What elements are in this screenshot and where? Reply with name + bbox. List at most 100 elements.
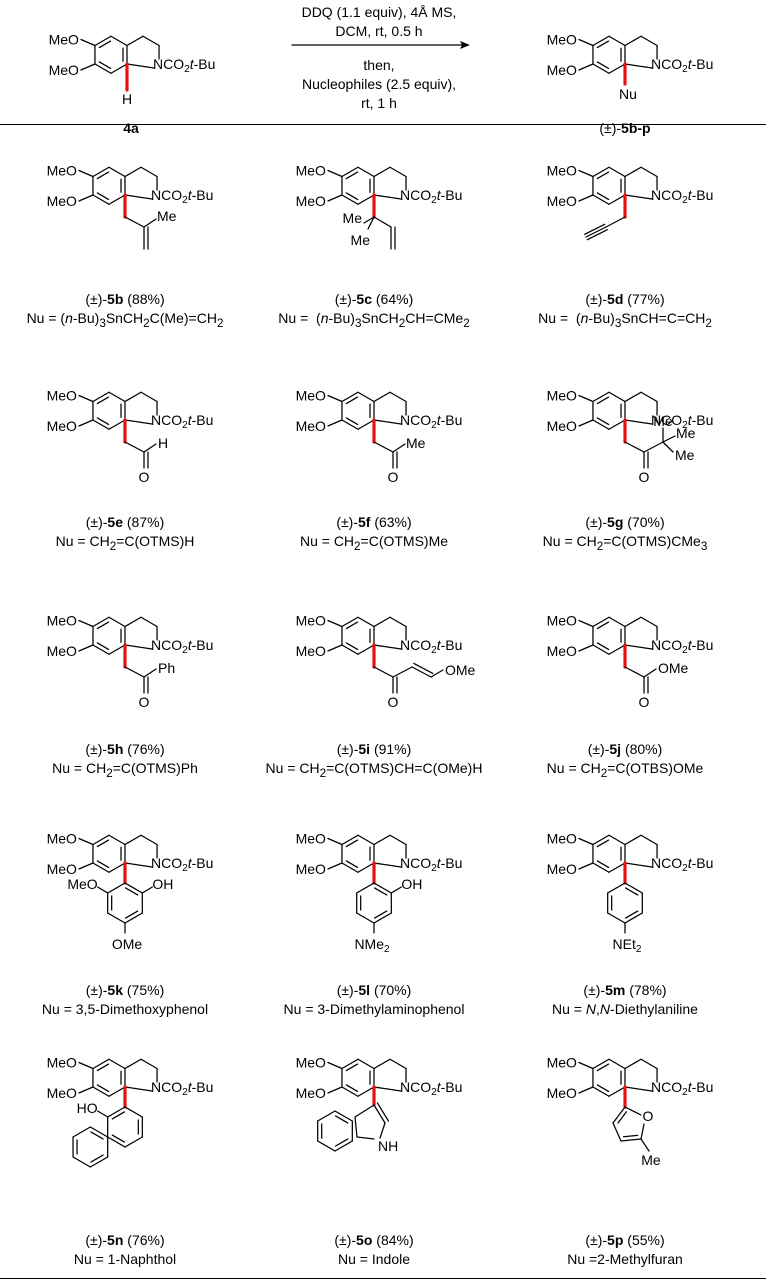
bond (124, 216, 145, 228)
bond (592, 419, 610, 430)
nucleophile-text: Nu = CH2=C(OTMS)Ph (52, 760, 198, 780)
bond (389, 616, 407, 628)
meo-label: MeO (547, 388, 577, 404)
atom-label: Me (641, 1152, 661, 1168)
meo-label: MeO (47, 418, 77, 434)
atom-label: OMe (445, 662, 476, 678)
bond (357, 194, 375, 205)
bond (624, 194, 653, 200)
nucleophile-text: Nu = 1-Naphthol (73, 1251, 177, 1267)
meo-label: MeO (296, 831, 326, 847)
atom-label: OH (152, 876, 173, 892)
condition-text: DDQ (1.1 equiv), 4Å MS, (302, 4, 457, 20)
condition-text: then, (363, 57, 394, 73)
header-divider (0, 124, 766, 125)
meo-label: MeO (547, 32, 577, 48)
bond (578, 644, 594, 652)
meo-label: MeO (296, 193, 326, 209)
bond (124, 882, 143, 894)
nco2tbu-label: NCO2t-Bu (151, 187, 213, 206)
atom-label: MeO (67, 876, 97, 892)
atom-label: Me (676, 425, 696, 441)
bond (373, 194, 402, 200)
bond (578, 619, 594, 628)
compound-label: (±)-5h (76%) (85, 741, 165, 757)
bond (96, 1084, 110, 1093)
nucleophile-text: Nu = 3-Dimethylaminophenol (283, 1001, 465, 1017)
bond (389, 166, 407, 178)
bond (140, 166, 158, 178)
compound-caption-5g: (±)-5g (70%)Nu = CH2=C(OTMS)CMe3 (500, 513, 750, 556)
atom-label: NMe2 (354, 936, 390, 955)
nco2tbu-label: NCO2t-Bu (153, 56, 215, 75)
bond (92, 834, 110, 846)
bond (334, 1110, 353, 1122)
bond (96, 171, 110, 180)
nucleophile-text: Nu = CH2=C(OTMS)CH=C(OMe)H (265, 760, 483, 780)
bond (578, 194, 594, 202)
bond (124, 644, 153, 650)
bond (373, 644, 402, 650)
bond (640, 616, 658, 628)
bond (596, 192, 610, 201)
compound-label: (±)-5g (70%) (585, 514, 665, 530)
bond (592, 862, 610, 873)
compound-caption-5e: (±)-5e (87%)Nu = CH2=C(OTMS)H (0, 513, 250, 556)
nco2tbu-label: NCO2t-Bu (151, 1079, 213, 1098)
bond (341, 1086, 359, 1097)
meo-label: MeO (47, 831, 77, 847)
compound-caption-5j: (±)-5j (80%)Nu = CH2=C(OTBS)OMe (500, 740, 750, 783)
bond (98, 61, 112, 70)
bond (140, 616, 158, 628)
bond (108, 862, 126, 873)
bond (578, 419, 594, 427)
nco2tbu-label: NCO2t-Bu (400, 187, 462, 206)
bond (586, 229, 608, 241)
meo-label: MeO (47, 1055, 77, 1071)
bond (373, 1104, 386, 1124)
bond (108, 644, 126, 655)
bond (107, 1106, 126, 1118)
bond (92, 644, 110, 655)
bond (124, 862, 153, 868)
bond (124, 666, 145, 678)
bond (356, 1136, 375, 1140)
bond (126, 63, 155, 69)
atom-label: OH (401, 876, 422, 892)
compound-caption-5c: (±)-5c (64%)Nu = (n-Bu)3SnCH2CH=CMe2 (249, 290, 499, 333)
bond (345, 396, 359, 405)
atom-label: Me (675, 447, 695, 463)
bond (607, 912, 626, 924)
arrow-head (460, 41, 470, 49)
bond (96, 642, 110, 651)
bond (345, 1063, 359, 1072)
meo-label: MeO (547, 163, 577, 179)
bond (96, 621, 110, 630)
bond (373, 419, 402, 425)
nucleophile-text: Nu =2-Methylfuran (567, 1251, 683, 1267)
bond (97, 1110, 109, 1118)
product-label: (±)-5b-p (599, 120, 650, 136)
atom-label: Me (157, 208, 177, 224)
bond (592, 834, 610, 846)
bond (124, 1058, 142, 1070)
bond (373, 216, 392, 228)
bond (92, 1058, 110, 1070)
bond (98, 40, 112, 49)
meo-label: MeO (49, 32, 79, 48)
nco2tbu-label: NCO2t-Bu (651, 855, 713, 874)
bond (327, 194, 343, 202)
compound-label: (±)-5b (88%) (85, 291, 165, 307)
bond (80, 38, 96, 47)
bond (578, 862, 594, 870)
bond (357, 834, 375, 846)
bond (596, 417, 610, 426)
bond (140, 391, 158, 403)
bond (78, 419, 94, 427)
